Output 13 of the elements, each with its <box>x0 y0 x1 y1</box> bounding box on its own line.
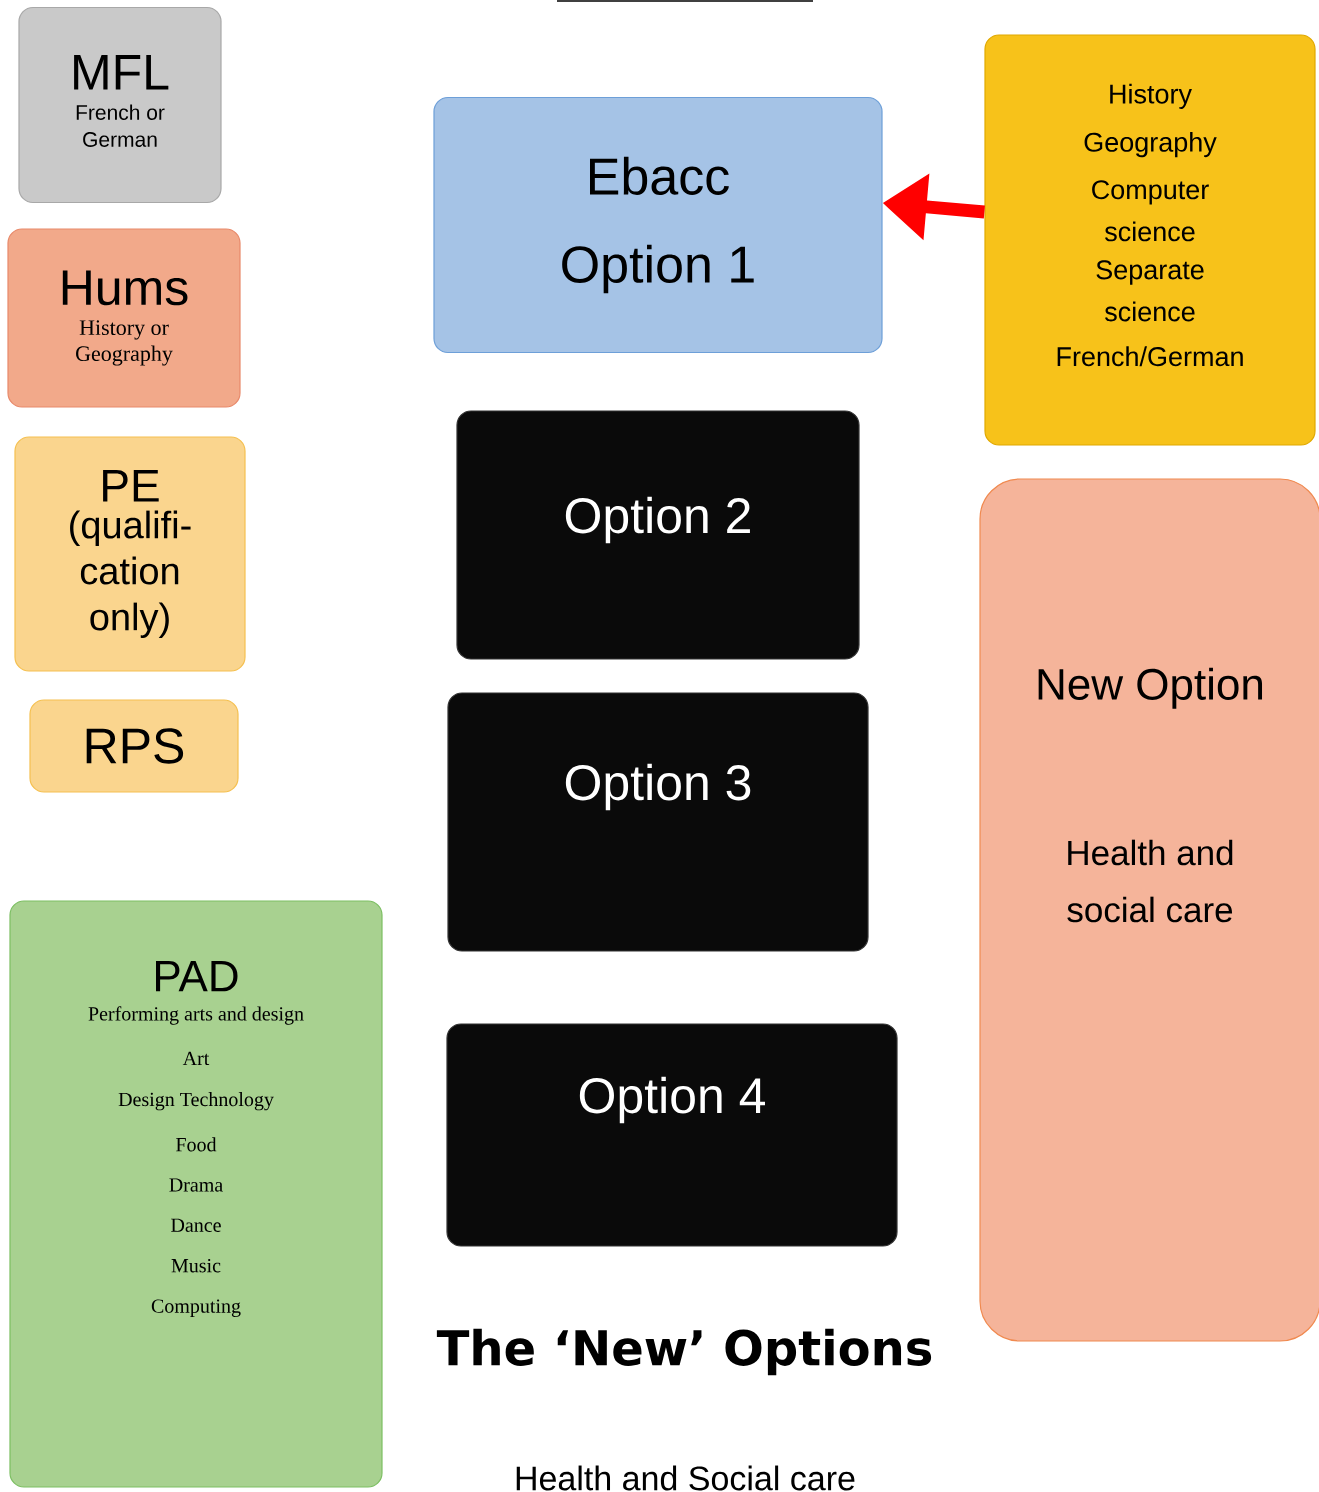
subject-box: Hums History or Geography <box>7 228 241 408</box>
option-box: Option 3 <box>447 692 869 952</box>
option-box: Ebacc Option 1 <box>433 96 883 354</box>
subject-box: MFL French or German <box>18 6 222 204</box>
option-box: Option 2 <box>456 410 860 660</box>
heading: The ‘New’ Options <box>436 1328 932 1376</box>
subject-list-box: History Geography Computer science Separate science French/German <box>984 34 1316 446</box>
option-box: Option 4 <box>446 1023 898 1247</box>
subject-box: PE (qualifi- cation only) <box>14 436 246 672</box>
subject-box: RPS <box>29 699 239 793</box>
subtitle: Health and Social care <box>516 1465 855 1491</box>
subject-list-box: PAD Performing arts and design Art Design Technology Food Drama Dance Music Computing <box>9 900 383 1488</box>
option-box: New Option Health and social care <box>979 478 1319 1342</box>
